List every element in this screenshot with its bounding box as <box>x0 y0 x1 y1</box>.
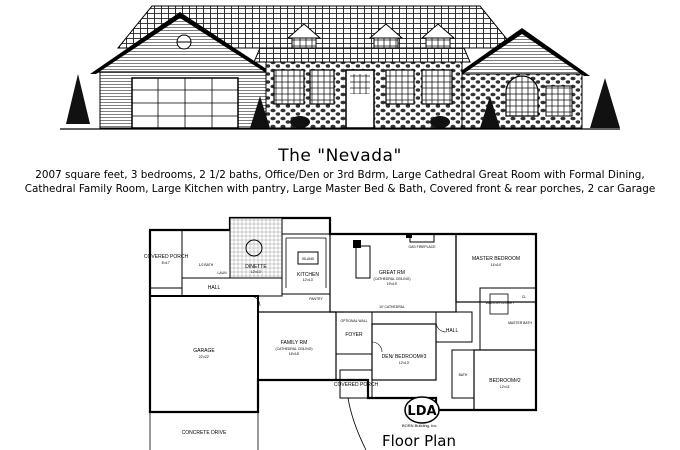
plan-name-title: The "Nevada" <box>278 146 402 166</box>
svg-text:12'x13': 12'x13' <box>303 278 314 282</box>
svg-text:12'x13': 12'x13' <box>399 361 410 365</box>
svg-text:1/2 BATH: 1/2 BATH <box>199 263 214 267</box>
svg-text:ISLAND: ISLAND <box>302 257 315 261</box>
svg-text:19'x19': 19'x19' <box>387 282 398 286</box>
label-dinette: DINETTE <box>245 264 267 270</box>
label-den: DEN/ BEDROOM#3 <box>382 354 427 360</box>
svg-text:LAUN: LAUN <box>217 271 227 275</box>
svg-text:CL: CL <box>522 295 526 299</box>
svg-text:GAS FIREPLACE: GAS FIREPLACE <box>409 245 437 249</box>
floor-plan-label: Floor Plan <box>382 432 456 450</box>
svg-text:(CATHEDRAL CEILING): (CATHEDRAL CEILING) <box>276 347 313 351</box>
svg-text:16'x18': 16'x18' <box>289 352 300 356</box>
svg-text:12'x11': 12'x11' <box>500 385 511 389</box>
description-line-2: Cathedral Family Room, Large Kitchen wit… <box>24 183 656 195</box>
label-hall-left: HALL <box>208 285 221 291</box>
svg-text:LDA: LDA <box>407 404 436 419</box>
label-foyer: FOYER <box>345 332 363 338</box>
company-logo: LDA <box>404 396 440 424</box>
arched-window <box>505 75 539 117</box>
label-driveway: CONCRETE DRIVE <box>182 430 227 436</box>
company-name: BORN Building, Inc. <box>402 423 438 428</box>
label-garage: GARAGE <box>193 348 215 354</box>
house-elevation-drawing <box>60 5 620 130</box>
svg-text:8'x17': 8'x17' <box>162 261 171 265</box>
svg-text:22'x22': 22'x22' <box>199 355 210 359</box>
label-master-bath: MASTER BATH <box>508 321 532 325</box>
svg-text:12'x13': 12'x13' <box>251 270 262 274</box>
label-hall-center: HALL <box>446 328 459 334</box>
label-covered-porch-rear: COVERED PORCH <box>144 254 189 260</box>
front-windows <box>273 69 453 105</box>
floor-plan-drawing: COVERED PORCH 8'x17' DINETTE 12'x13' KIT… <box>144 216 538 450</box>
description-line-1: 2007 square feet, 3 bedrooms, 2 1/2 bath… <box>35 169 645 181</box>
label-great-room: GREAT RM <box>379 270 405 276</box>
svg-text:10' CATHEDRAL: 10' CATHEDRAL <box>379 305 405 309</box>
svg-text:(CATHEDRAL CEILING): (CATHEDRAL CEILING) <box>374 277 411 281</box>
label-kitchen: KITCHEN <box>297 272 319 278</box>
svg-text:OPTIONAL WALL: OPTIONAL WALL <box>340 319 367 323</box>
label-family-room: FAMILY RM <box>281 340 308 346</box>
label-bath: BATH <box>459 373 468 377</box>
label-master-bedroom: MASTER BEDROOM <box>472 256 520 262</box>
label-bedroom2: BEDROOM#2 <box>489 378 521 384</box>
svg-text:PANTRY: PANTRY <box>309 297 323 301</box>
label-covered-porch-front: COVERED PORCH <box>334 382 379 388</box>
shrubs <box>66 74 620 128</box>
svg-text:WALK-IN CLOSET: WALK-IN CLOSET <box>486 301 515 305</box>
svg-text:14'x14': 14'x14' <box>491 263 502 267</box>
